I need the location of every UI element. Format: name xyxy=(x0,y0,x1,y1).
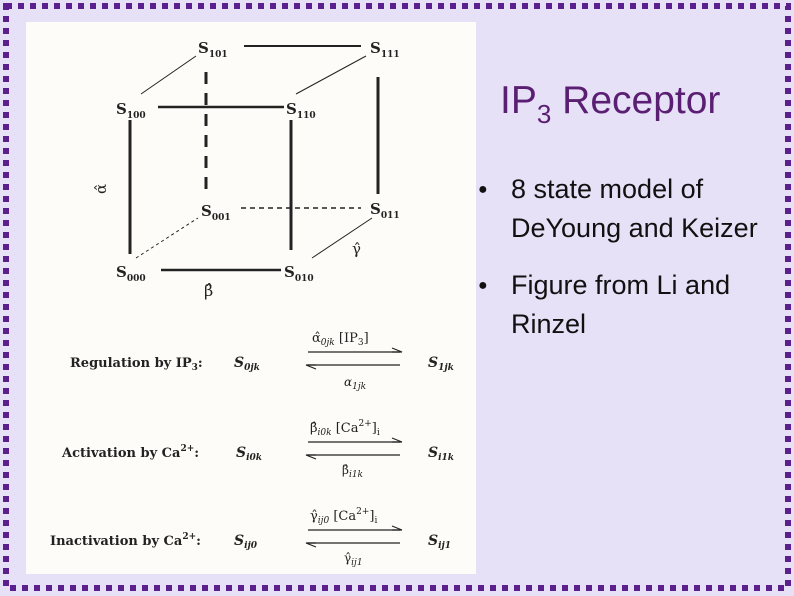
state-s101: S101 xyxy=(198,39,228,60)
svg-text:β̂i0k [Ca2+]i: β̂i0k [Ca2+]i xyxy=(310,419,380,438)
svg-text:α̂0jk [IP3]: α̂0jk [IP3] xyxy=(312,331,369,348)
state-s100: S100 xyxy=(116,100,146,121)
reaction-inactivation-ca: Inactivation by Ca2+: Sij0 Sij1 γ̂ij0 [C… xyxy=(50,507,451,568)
reaction-regulation-ip3: Regulation by IP3: S0jk S1jk α̂0jk [IP3]… xyxy=(70,331,454,392)
slide-title: IP3 Receptor xyxy=(500,79,721,129)
rate-gamma-label: γ̂ xyxy=(352,240,361,258)
state-s110: S110 xyxy=(286,100,316,121)
bullet-dot-icon: ● xyxy=(478,181,488,198)
state-s111: S111 xyxy=(370,39,400,60)
bullet-dot-icon: ● xyxy=(478,277,488,294)
svg-text:S0jk: S0jk xyxy=(234,355,260,373)
bullet-text: Figure from Li and Rinzel xyxy=(511,270,731,339)
state-model-figure: S101 S111 S100 S110 S001 S011 S000 S010 … xyxy=(26,22,476,574)
svg-text:Si0k: Si0k xyxy=(236,445,262,463)
svg-text:Activation by Ca2+:: Activation by Ca2+: xyxy=(61,444,199,461)
svg-text:S1jk: S1jk xyxy=(428,355,454,373)
state-s001: S001 xyxy=(201,202,231,223)
svg-text:Regulation by IP3:: Regulation by IP3: xyxy=(70,356,203,373)
state-s011: S011 xyxy=(370,200,400,221)
svg-text:Inactivation by Ca2+:: Inactivation by Ca2+: xyxy=(50,532,201,549)
svg-text:γ̂ij0 [Ca2+]i: γ̂ij0 [Ca2+]i xyxy=(310,507,377,526)
svg-text:Sij0: Sij0 xyxy=(234,533,258,551)
bullet-list: ● 8 state model of DeYoung and Keizer ● … xyxy=(478,170,768,362)
svg-text:γ̂ij1: γ̂ij1 xyxy=(344,551,363,568)
bullet-item: ● Figure from Li and Rinzel xyxy=(478,266,768,344)
bullet-item: ● 8 state model of DeYoung and Keizer xyxy=(478,170,768,248)
state-s010: S010 xyxy=(284,263,314,284)
svg-text:β̂i1k: β̂i1k xyxy=(342,463,363,480)
state-s000: S000 xyxy=(116,263,146,284)
rate-alpha-label: α̂ xyxy=(92,184,110,194)
svg-text:α1jk: α1jk xyxy=(344,375,366,392)
bullet-text: 8 state model of DeYoung and Keizer xyxy=(511,174,758,243)
rate-beta-label: β̂ xyxy=(204,281,213,300)
svg-text:Si1k: Si1k xyxy=(428,445,454,463)
svg-text:Sij1: Sij1 xyxy=(428,533,451,551)
reaction-activation-ca: Activation by Ca2+: Si0k Si1k β̂i0k [Ca2… xyxy=(61,419,454,480)
